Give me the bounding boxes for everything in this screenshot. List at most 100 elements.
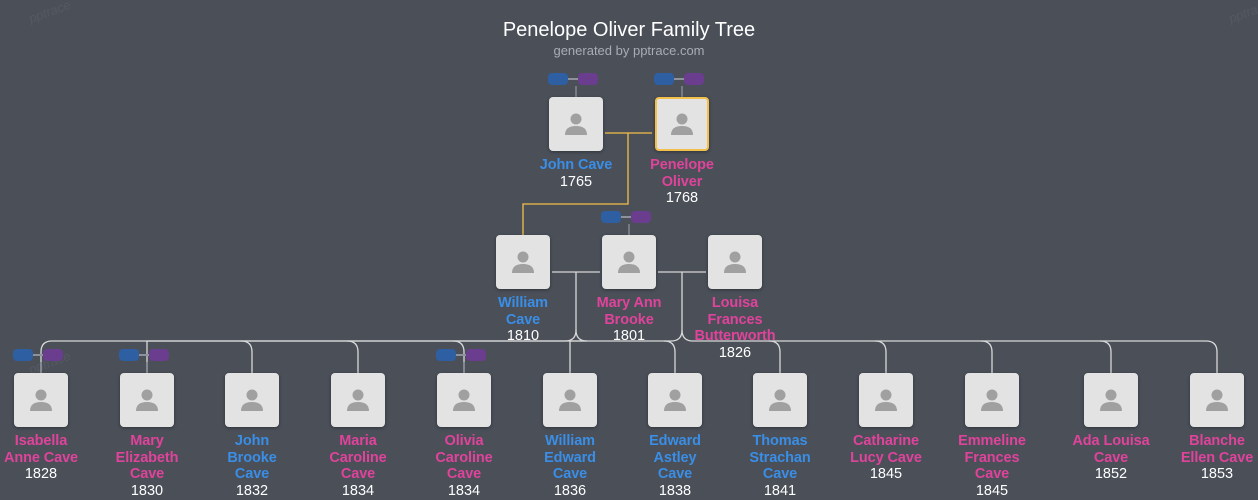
person-card[interactable] <box>648 373 702 427</box>
expand-descendants-control[interactable] <box>117 349 177 363</box>
expand-father-icon[interactable] <box>601 211 621 223</box>
parent-child-connector <box>980 340 993 373</box>
avatar-silhouette-icon <box>1100 389 1122 411</box>
expand-descendants-control[interactable] <box>434 349 494 363</box>
expand-mother-icon[interactable] <box>578 73 598 85</box>
expand-mother-icon[interactable] <box>466 349 486 361</box>
link-icon <box>33 354 43 356</box>
person-card[interactable] <box>753 373 807 427</box>
avatar-silhouette-icon <box>565 113 587 135</box>
parent-child-connector <box>1099 340 1112 373</box>
person-birth-year: 1836 <box>553 482 587 499</box>
person-card[interactable] <box>14 373 68 427</box>
person-card[interactable] <box>859 373 913 427</box>
parent-child-connector <box>681 329 1218 373</box>
page-subtitle: generated by pptrace.com <box>553 43 705 58</box>
avatar-silhouette-icon <box>875 389 897 411</box>
person-card[interactable] <box>602 235 656 289</box>
avatar-silhouette-icon <box>453 389 475 411</box>
person-card[interactable] <box>965 373 1019 427</box>
parent-child-connector <box>452 340 465 373</box>
expand-ancestors-control[interactable] <box>599 211 659 225</box>
link-icon <box>456 354 466 356</box>
link-icon <box>621 216 631 218</box>
link-icon <box>139 354 149 356</box>
person-card[interactable] <box>120 373 174 427</box>
person-birth-year: 1832 <box>235 482 269 499</box>
avatar-silhouette-icon <box>1206 389 1228 411</box>
person-card[interactable] <box>708 235 762 289</box>
expand-descendants-control[interactable] <box>11 349 71 363</box>
parent-child-connector <box>522 133 629 235</box>
person-birth-year: 1801 <box>612 328 646 344</box>
person-card[interactable] <box>331 373 385 427</box>
expand-mother-icon[interactable] <box>631 211 651 223</box>
person-birth-year: 1830 <box>130 482 164 499</box>
avatar-silhouette-icon <box>512 251 534 273</box>
parent-child-connector <box>346 340 359 373</box>
avatar-silhouette-icon <box>769 389 791 411</box>
person-birth-year: 1838 <box>658 482 692 499</box>
person-node-john[interactable]: John Cave 1765 <box>531 97 621 191</box>
person-birth-year: 1853 <box>1200 466 1234 482</box>
avatar-silhouette-icon <box>671 113 693 135</box>
person-card[interactable] <box>1084 373 1138 427</box>
person-birth-year: 1826 <box>718 344 752 361</box>
expand-father-icon[interactable] <box>119 349 139 361</box>
person-birth-year: 1834 <box>447 482 481 499</box>
person-birth-year: 1765 <box>559 173 593 190</box>
person-card[interactable] <box>655 97 709 151</box>
person-card[interactable] <box>543 373 597 427</box>
person-birth-year: 1768 <box>665 190 699 206</box>
person-card[interactable] <box>496 235 550 289</box>
expand-ancestors-control[interactable] <box>652 73 712 87</box>
expand-father-icon[interactable] <box>654 73 674 85</box>
expand-mother-icon[interactable] <box>43 349 63 361</box>
expand-father-icon[interactable] <box>548 73 568 85</box>
person-card[interactable] <box>1190 373 1244 427</box>
person-card[interactable] <box>437 373 491 427</box>
person-card[interactable] <box>549 97 603 151</box>
expand-ancestors-control[interactable] <box>546 73 606 87</box>
person-birth-year: 1852 <box>1094 466 1128 482</box>
avatar-silhouette-icon <box>618 251 640 273</box>
avatar-silhouette-icon <box>136 389 158 411</box>
person-birth-year: 1810 <box>506 328 540 344</box>
expand-mother-icon[interactable] <box>149 349 169 361</box>
person-birth-year: 1845 <box>869 466 903 482</box>
avatar-silhouette-icon <box>664 389 686 411</box>
expand-father-icon[interactable] <box>13 349 33 361</box>
person-card[interactable] <box>225 373 279 427</box>
avatar-silhouette-icon <box>30 389 52 411</box>
person-birth-year: 1828 <box>24 466 58 482</box>
person-birth-year: 1845 <box>975 482 1009 499</box>
parent-child-connector <box>768 340 781 373</box>
expand-father-icon[interactable] <box>436 349 456 361</box>
expand-mother-icon[interactable] <box>684 73 704 85</box>
link-icon <box>674 78 684 80</box>
parent-child-connector <box>663 340 676 373</box>
